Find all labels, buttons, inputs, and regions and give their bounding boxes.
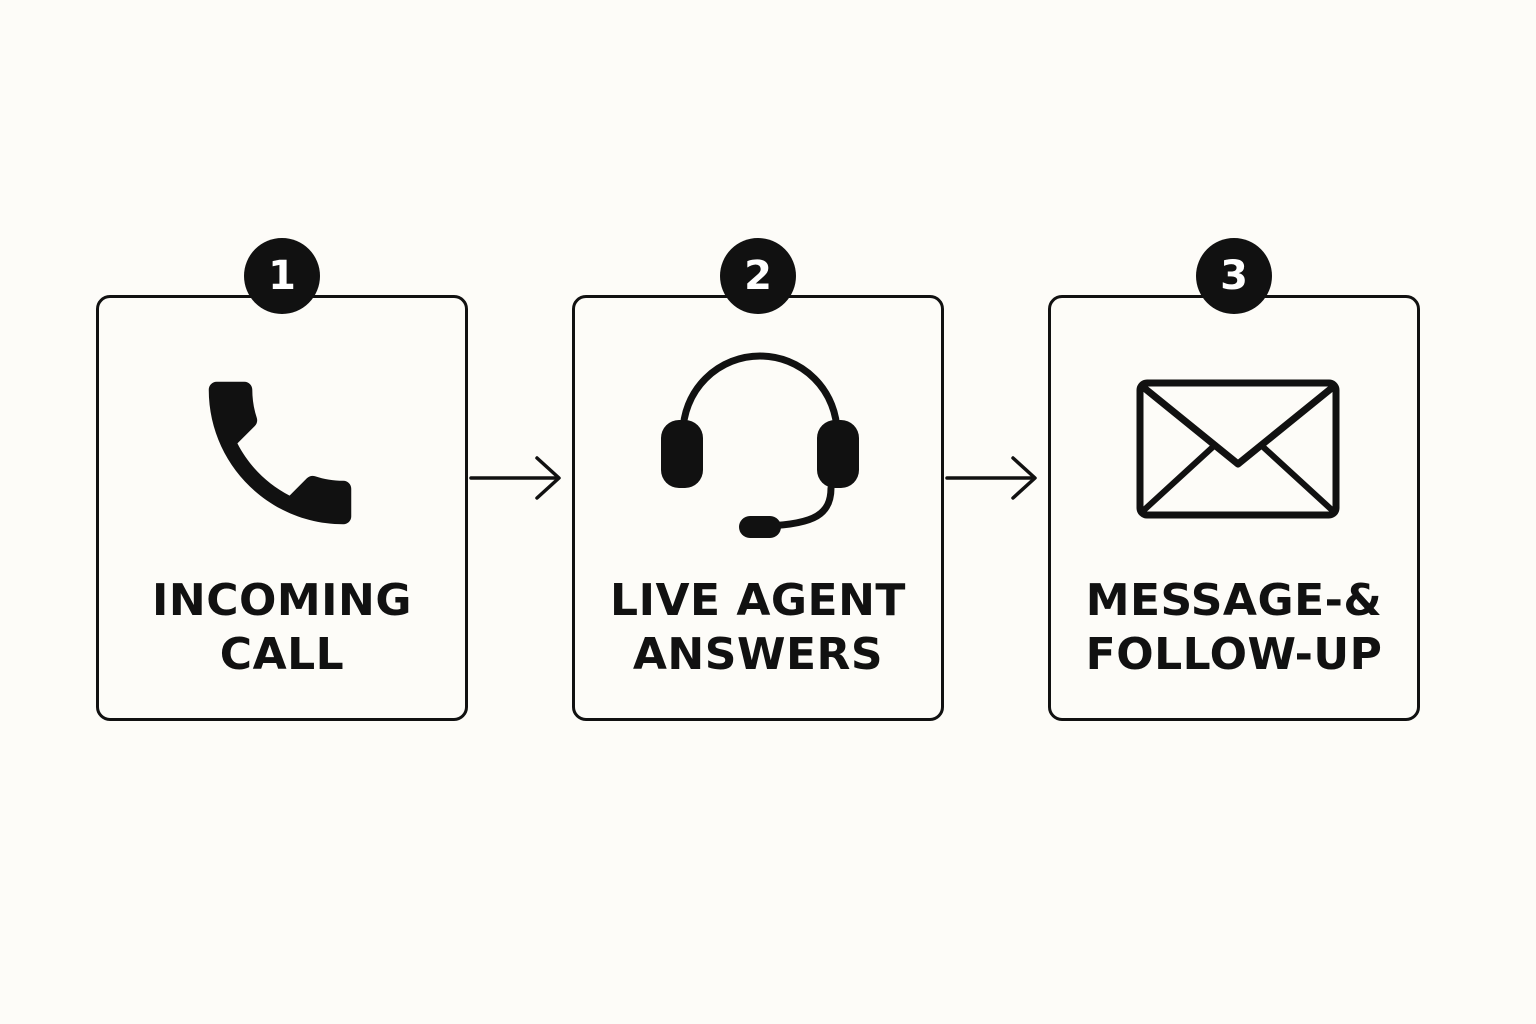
step-1-label-line-2: CALL — [219, 629, 345, 680]
step-2-label: LIVE AGENT ANSWERS — [575, 574, 941, 682]
step-3-box: 3 MESSAGE-& FOLLOW-UP — [1048, 238, 1420, 721]
step-2-box: 2 LIVE AGENT ANSWERS — [572, 238, 944, 721]
headset-icon — [661, 352, 859, 538]
phone-icon — [208, 381, 352, 525]
arrow-right-icon — [945, 456, 1037, 500]
step-3-label-line-2: FOLLOW-UP — [1085, 629, 1383, 680]
step-2-number-badge: 2 — [720, 238, 796, 314]
arrow-right-icon — [469, 456, 561, 500]
step-1-label: INCOMING CALL — [99, 574, 465, 682]
step-2-label-line-2: ANSWERS — [632, 629, 884, 680]
step-3-number-badge: 3 — [1196, 238, 1272, 314]
step-2-label-line-1: LIVE AGENT — [610, 575, 906, 626]
step-1-box: 1 INCOMING CALL — [96, 238, 468, 721]
step-1-number-badge: 1 — [244, 238, 320, 314]
step-1-label-line-1: INCOMING — [152, 575, 412, 626]
envelope-icon — [1136, 379, 1340, 519]
step-3-label: MESSAGE-& FOLLOW-UP — [1051, 574, 1417, 682]
step-3-label-line-1: MESSAGE-& — [1085, 575, 1383, 626]
